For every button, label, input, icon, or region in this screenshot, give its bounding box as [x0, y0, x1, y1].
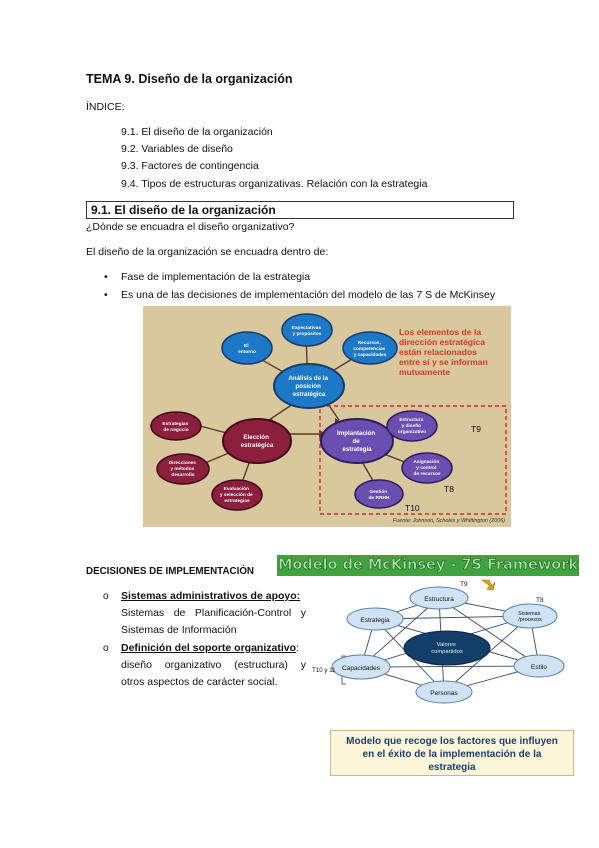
note-line: están relacionados: [399, 347, 477, 357]
strategy-diagram: Los elementos de la dirección estratégic…: [143, 306, 511, 527]
decision-line: Sistemas de Planificación-Control y: [121, 607, 306, 619]
bullet-item: Fase de implementación de la estrategia: [104, 271, 310, 284]
svg-text:Análisis de la posició: Análisis de la posición estratégica: [288, 375, 329, 398]
decision-title-colon: :: [296, 642, 299, 654]
svg-text:Estrategias de negocio: Estrategias de negocio: [162, 421, 189, 433]
svg-text:Direcciones y métodos: Direcciones y métodos desarrollo: [169, 460, 198, 478]
svg-text:Asignación y control: Asignación y control de recursos: [413, 459, 441, 477]
decision-line: diseño organizativo (estructura) y: [121, 659, 306, 671]
node-estructura: Estructura: [409, 586, 469, 610]
svg-text:Evaluación y selección: Evaluación y selección de estrategias: [220, 486, 254, 504]
svg-text:Expectativas y propósi: Expectativas y propósitos: [292, 325, 323, 337]
node-estilo: Estilo: [513, 654, 565, 678]
caption-line: estrategia: [428, 762, 476, 773]
intro-text: El diseño de la organización se encuadra…: [86, 246, 329, 258]
purple-node-estructura: Estructura y diseño organizativo: [386, 410, 438, 442]
blue-node-entorno: El entorno: [221, 331, 273, 365]
figure-source: Fuente: Johnson, Scholes y Whittington (…: [393, 518, 505, 524]
blue-node-expectativas: Expectativas y propósitos: [281, 313, 333, 347]
purple-node-implantacion: Implantación de estrategia: [320, 418, 394, 464]
svg-text:Personas: Personas: [430, 690, 458, 697]
decision-item-title: Sistemas administrativos de apoyo:: [103, 590, 301, 603]
note-line: mutuamente: [399, 367, 450, 377]
mckinsey-banner-title: Modelo de McKinsey - 7S Framework: [277, 557, 579, 574]
page-title: TEMA 9. Diseño de la organización: [86, 72, 293, 86]
seven-s-svg: Estructura Sistemas /procesos Estrategia…: [312, 579, 565, 704]
index-item: 9.4. Tipos de estructuras organizativas.…: [121, 178, 428, 190]
decisions-heading: DECISIONES DE IMPLEMENTACIÓN: [86, 566, 255, 577]
center-node-analisis: Análisis de la posición estratégica: [273, 363, 345, 409]
svg-text:Estructura: Estructura: [424, 596, 454, 603]
red-node-direcciones: Direcciones y métodos desarrollo: [156, 453, 210, 485]
decision-line: otros aspectos de carácter social.: [121, 676, 278, 688]
index-item: 9.3. Factores de contingencia: [121, 160, 259, 172]
decision-line: Sistemas de Información: [121, 624, 237, 636]
decision-title-bold: Sistemas administrativos de apoyo:: [121, 590, 301, 602]
tag-t9: T9: [471, 424, 481, 434]
node-personas: Personas: [415, 680, 473, 704]
red-node-evaluacion: Evaluación y selección de estrategias: [211, 479, 263, 511]
mck-tag-t8: T8: [536, 597, 544, 604]
svg-text:Implantación de: Implantación de estrategia: [337, 430, 377, 453]
node-valores: Valores compartidos: [403, 630, 491, 666]
question-text: ¿Dónde se encuadra el diseño organizativ…: [86, 221, 295, 233]
caption-line: en el éxito de la implementación de la: [362, 749, 542, 760]
decision-item-title: Definición del soporte organizativo:: [103, 642, 299, 655]
strategy-diagram-svg: Los elementos de la dirección estratégic…: [150, 313, 507, 524]
svg-text:Recursos, competencias: Recursos, competencias y capacidades: [353, 340, 386, 358]
caption-line: Modelo que recoge los factores que influ…: [346, 736, 558, 747]
svg-text:El entorno: El entorno: [238, 343, 256, 355]
index-item: 9.2. Variables de diseño: [121, 143, 233, 155]
note-line: entre sí y se informan: [399, 357, 488, 367]
index-item: 9.1. El diseño de la organización: [121, 126, 273, 138]
purple-node-gestion: Gestión de RRHH: [354, 479, 404, 509]
index-label: ÍNDICE:: [86, 101, 125, 113]
red-node-eleccion: Elección estratégica: [222, 418, 292, 464]
mck-tag-t9: T9: [460, 581, 468, 588]
red-node-negocio: Estrategias de negocio: [150, 411, 202, 441]
svg-text:Los elementos de la dire: Los elementos de la dirección estratégic…: [399, 327, 490, 377]
svg-text:Estructura y diseño: Estructura y diseño organizativo: [398, 417, 426, 435]
note-line: dirección estratégica: [399, 337, 485, 347]
node-estrategia: Estrategia: [346, 607, 404, 631]
tag-t10: T10: [405, 503, 420, 513]
note-line: Los elementos de la: [399, 327, 481, 337]
purple-node-asignacion: Asignación y control de recursos: [401, 452, 453, 484]
svg-text:Valores compartidos: Valores compartidos: [431, 642, 463, 655]
mck-tag-t10: T10 y 11: [312, 667, 336, 674]
model-caption: Modelo que recoge los factores que influ…: [330, 730, 574, 776]
svg-text:Sistemas /procesos: Sistemas /procesos: [518, 611, 542, 623]
arrow-icon: [481, 579, 496, 591]
tag-t8: T8: [444, 484, 454, 494]
node-capacidades: Capacidades: [331, 654, 391, 680]
svg-text:Estrategia: Estrategia: [360, 617, 390, 624]
mckinsey-banner: Modelo de McKinsey - 7S Framework: [277, 555, 579, 576]
svg-text:Gestión de RRHH: Gestión de RRHH: [369, 489, 390, 501]
bullet-item: Es una de las decisiones de implementaci…: [104, 289, 495, 302]
svg-text:Elección estratégica: Elección estratégica: [241, 434, 274, 449]
svg-text:Capacidades: Capacidades: [342, 665, 381, 672]
blue-node-recursos: Recursos, competencias y capacidades: [342, 331, 398, 365]
node-sistemas: Sistemas /procesos: [502, 603, 558, 629]
section-heading: 9.1. El diseño de la organización: [86, 201, 514, 219]
seven-s-diagram: Estructura Sistemas /procesos Estrategia…: [312, 578, 577, 713]
decision-title-bold: Definición del soporte organizativo: [121, 642, 297, 654]
svg-text:Estilo: Estilo: [531, 664, 547, 671]
